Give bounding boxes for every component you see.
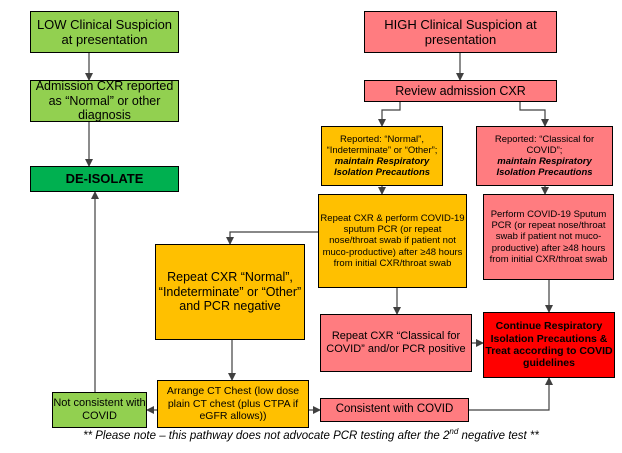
reported-normal-emphasis: maintain Respiratory Isolation Precautio…	[333, 156, 431, 179]
review-cxr-text: Review admission CXR	[395, 83, 526, 98]
footnote: ** Please note – this pathway does not a…	[0, 427, 622, 442]
repeat-negative-box: Repeat CXR “Normal”, “Indeterminate” or …	[155, 244, 305, 340]
high-suspicion-text: HIGH Clinical Suspicion at presentation	[384, 16, 537, 47]
reported-normal-box: Reported: “Normal”, “Indeterminate” or “…	[321, 126, 443, 186]
perform-pcr-text: Perform COVID-19 Sputum PCR (or repeat n…	[489, 208, 608, 265]
repeat-negative-text: Repeat CXR “Normal”, “Indeterminate” or …	[158, 269, 302, 314]
footnote-after: negative test **	[458, 430, 539, 442]
arrow-consistent-to-continue	[469, 377, 553, 411]
repeat-cxr-pcr-box: Repeat CXR & perform COVID-19 sputum PCR…	[318, 194, 467, 288]
reported-classical-text: Reported: “Classical for COVID”;	[494, 133, 595, 156]
reported-classical-box: Reported: “Classical for COVID”; maintai…	[476, 126, 613, 186]
repeat-cxr-pcr-text: Repeat CXR & perform COVID-19 sputum PCR…	[320, 212, 465, 269]
continue-isolation-box: Continue Respiratory Isolation Precautio…	[483, 312, 615, 378]
arrow-review-to-reported-classical	[519, 102, 549, 127]
low-suspicion-box: LOW Clinical Suspicion at presentation	[30, 11, 179, 53]
arrow-repeat-to-negative	[226, 231, 318, 245]
perform-pcr-box: Perform COVID-19 Sputum PCR (or repeat n…	[483, 194, 614, 280]
high-suspicion-box: HIGH Clinical Suspicion at presentation	[364, 11, 557, 53]
review-cxr-box: Review admission CXR	[364, 80, 557, 102]
arrow-review-to-reported-normal	[378, 102, 401, 127]
consistent-text: Consistent with COVID	[335, 403, 454, 416]
arrange-ct-text: Arrange CT Chest (low dose plain CT ches…	[166, 385, 300, 423]
de-isolate-text: DE-ISOLATE	[65, 171, 144, 187]
admission-cxr-text: Admission CXR reported as “Normal” or ot…	[35, 78, 174, 123]
consistent-box: Consistent with COVID	[320, 398, 469, 422]
reported-normal-text: Reported: “Normal”, “Indeterminate” or “…	[326, 133, 438, 156]
reported-classical-emphasis: maintain Respiratory Isolation Precautio…	[496, 156, 593, 179]
low-suspicion-text: LOW Clinical Suspicion at presentation	[36, 16, 173, 47]
admission-cxr-box: Admission CXR reported as “Normal” or ot…	[30, 78, 179, 123]
not-consistent-text: Not consistent with COVID	[53, 397, 146, 422]
continue-isolation-text: Continue Respiratory Isolation Precautio…	[485, 320, 613, 370]
arrange-ct-box: Arrange CT Chest (low dose plain CT ches…	[157, 380, 309, 428]
repeat-classical-positive-box: Repeat CXR “Classical for COVID” and/or …	[320, 314, 472, 372]
repeat-classical-positive-text: Repeat CXR “Classical for COVID” and/or …	[326, 330, 466, 355]
de-isolate-box: DE-ISOLATE	[30, 166, 179, 192]
footnote-before: ** Please note – this pathway does not a…	[83, 430, 450, 442]
not-consistent-box: Not consistent with COVID	[52, 392, 147, 428]
footnote-superscript: nd	[449, 427, 459, 437]
